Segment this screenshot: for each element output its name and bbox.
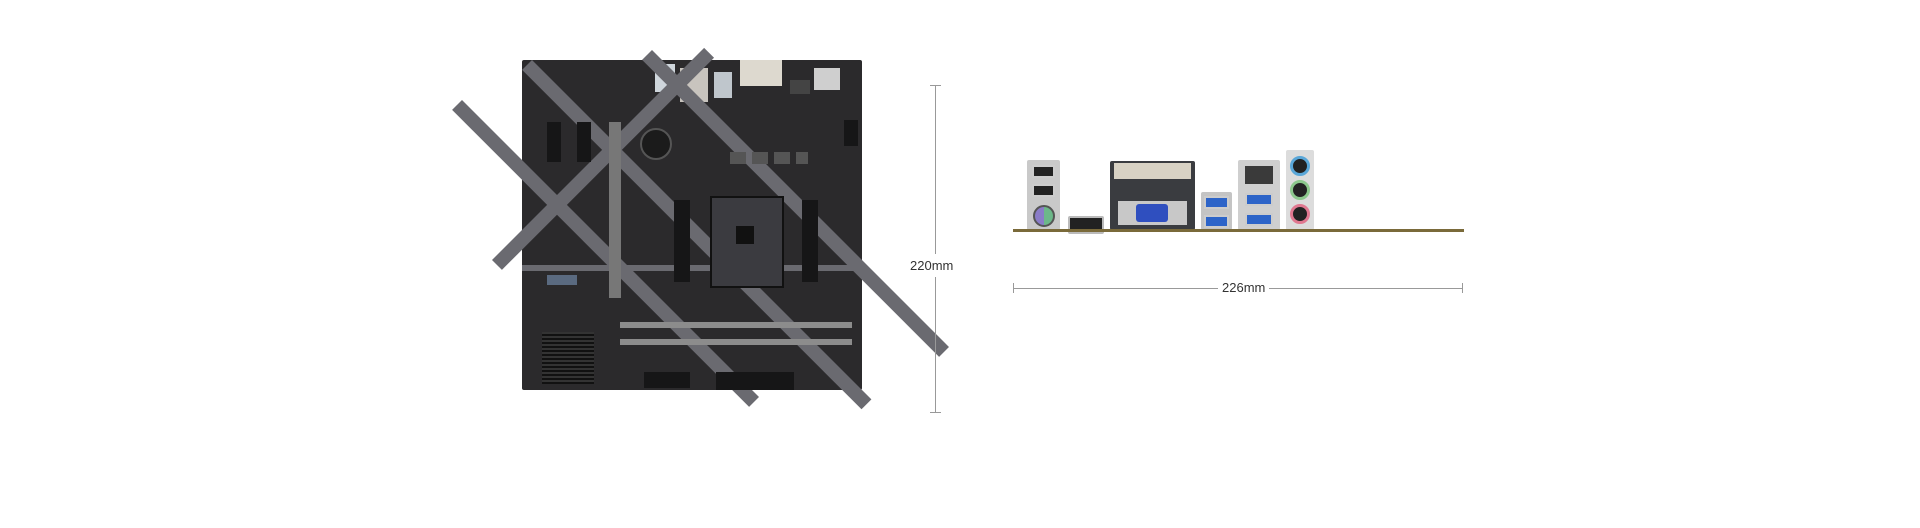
ps2-port [1033, 205, 1055, 227]
dimm-slot [620, 322, 852, 328]
width-dimension-tick [1013, 283, 1014, 293]
vrm-chokes [730, 152, 808, 164]
atx-24pin-connector [716, 372, 794, 390]
cmos-battery [640, 128, 672, 160]
pcie-x1-slot [577, 122, 591, 162]
io-shield-baseline [1013, 229, 1464, 232]
dvi-port [1114, 163, 1191, 179]
dvi-port [740, 60, 782, 86]
cpu-bracket-right [802, 200, 818, 282]
hdmi-port [790, 80, 810, 94]
pcie-x16-slot [609, 122, 621, 298]
motherboard-top-view [452, 47, 949, 415]
pcie-x1-slot [547, 122, 561, 162]
height-dimension-tick [930, 85, 941, 86]
chipset-heatsink [542, 332, 594, 384]
audio-jacks [1286, 150, 1314, 230]
usb-ps2-stack [1027, 160, 1060, 230]
dimm-slot [620, 339, 852, 345]
height-dimension-tick [930, 412, 941, 413]
width-dimension-label: 226mm [1218, 280, 1270, 295]
atx-8pin-connector [844, 120, 858, 146]
audio-line-in-jack [1290, 156, 1310, 176]
io-panel [1013, 145, 1465, 235]
lan-usb3-stack [1238, 160, 1280, 230]
usb3-stack [1201, 192, 1232, 230]
height-dimension-line [935, 85, 936, 412]
cpu-bracket-left [674, 200, 690, 282]
sata-ports [644, 372, 690, 388]
lan-port [1245, 166, 1273, 184]
dvi-vga-stack [1110, 161, 1195, 230]
height-dimension-label: 220mm [908, 254, 956, 277]
audio-line-out-jack [1290, 180, 1310, 200]
motherboard-pcb [452, 47, 949, 410]
usb-port-right [814, 68, 840, 90]
m2-slot [547, 275, 577, 285]
audio-mic-jack [1290, 204, 1310, 224]
width-dimension-tick [1462, 283, 1463, 293]
usb-port [714, 72, 732, 98]
vga-port [1118, 201, 1187, 225]
